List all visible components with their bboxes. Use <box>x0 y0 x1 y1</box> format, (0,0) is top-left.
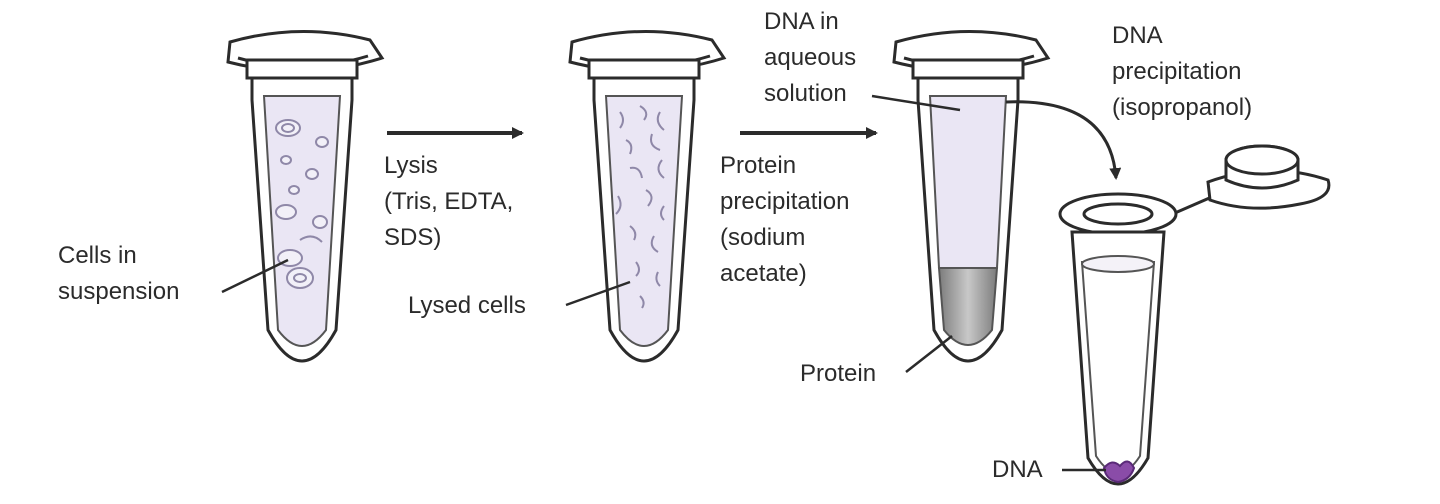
label-line: (Tris, EDTA, <box>384 188 514 215</box>
lysed-debris <box>615 105 665 309</box>
tube-lysed-cells <box>565 30 727 363</box>
label-protein-precipitation: Protein precipitation (sodium acetate) <box>720 148 849 292</box>
tube-rim <box>587 58 701 80</box>
label-line: aqueous <box>764 44 857 71</box>
label-lysis: Lysis (Tris, EDTA, SDS) <box>384 148 513 256</box>
label-line: suspension <box>58 278 180 305</box>
label-line: Lysed cells <box>408 292 526 319</box>
aqueous-layer <box>928 95 1008 269</box>
label-line: Protein <box>720 152 797 179</box>
leader-cells <box>221 258 289 294</box>
leader-aqueous <box>871 94 961 112</box>
label-line: Lysis <box>384 152 438 179</box>
label-line: DNA <box>1112 22 1163 49</box>
tube-dna-pellet <box>1058 144 1331 486</box>
label-line: DNA in <box>764 8 839 35</box>
tube-separated <box>871 30 1051 373</box>
label-line: precipitation <box>1112 58 1242 85</box>
label-line: DNA <box>992 456 1043 483</box>
label-line: Cells in <box>58 242 137 269</box>
label-protein: Protein <box>800 356 876 392</box>
tube-rim <box>245 58 359 80</box>
label-line: SDS) <box>384 224 442 251</box>
label-lysed-cells: Lysed cells <box>408 288 526 324</box>
arrow-dna-precipitation <box>1005 100 1122 180</box>
leader-protein <box>905 335 953 373</box>
label-line: precipitation <box>720 188 850 215</box>
label-cells-in-suspension: Cells in suspension <box>58 238 179 310</box>
label-line: (isopropanol) <box>1112 94 1253 121</box>
tube-rim <box>911 58 1025 80</box>
dna-pellet <box>1102 460 1136 484</box>
label-line: solution <box>764 80 847 107</box>
label-dna: DNA <box>992 452 1043 488</box>
label-dna-precipitation: DNA precipitation (isopropanol) <box>1112 18 1252 126</box>
protein-pellet <box>937 267 999 346</box>
leader-lysed-cells <box>565 280 631 307</box>
label-dna-in-aqueous-solution: DNA in aqueous solution <box>764 4 856 112</box>
tube-cells-in-suspension <box>221 30 385 363</box>
label-line: Protein <box>800 360 877 387</box>
label-line: (sodium <box>720 224 806 251</box>
label-line: acetate) <box>720 260 807 287</box>
